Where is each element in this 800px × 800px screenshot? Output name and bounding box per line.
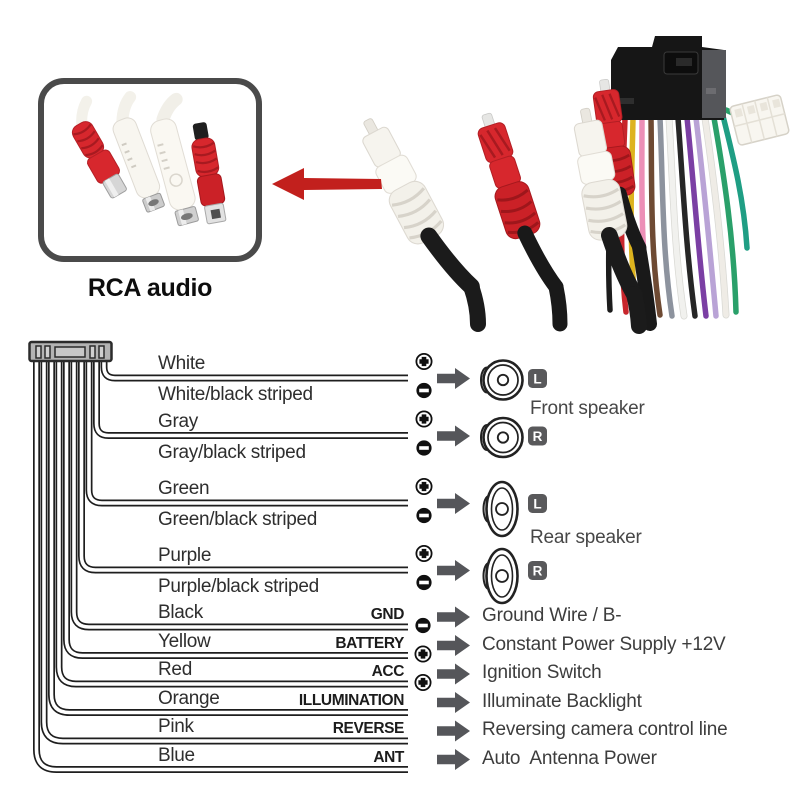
speaker-side-letter: R bbox=[533, 429, 543, 444]
speaker-side-badge bbox=[528, 369, 547, 388]
harness-wire-teal bbox=[720, 113, 750, 251]
minus-icon bbox=[416, 507, 432, 524]
wire-desc-ignition: Ignition Switch bbox=[482, 662, 602, 683]
wire-label-gray-black: Gray/black striped bbox=[158, 441, 306, 463]
wire-tag-illumination: ILLUMINATION bbox=[298, 691, 405, 709]
harness-wire-purple bbox=[684, 115, 709, 319]
rca-cable bbox=[463, 278, 486, 332]
harness-wires bbox=[605, 107, 761, 320]
rca-cable bbox=[626, 286, 647, 334]
rear-speaker-right-icon bbox=[482, 547, 519, 605]
speaker-side-badge bbox=[528, 494, 547, 513]
inset-caption: RCA audio bbox=[87, 274, 213, 302]
minus-icon bbox=[416, 574, 432, 591]
rear-speaker-left-icon bbox=[482, 480, 519, 538]
front-speaker-right-icon bbox=[480, 416, 524, 459]
plus-icon bbox=[415, 353, 433, 370]
speaker-side-letter: L bbox=[533, 372, 541, 387]
wire-tag-battery: BATTERY bbox=[335, 634, 404, 652]
rca-jack-red-2 bbox=[191, 122, 227, 225]
speaker-side-letter: R bbox=[533, 564, 543, 579]
wire-label-white-black: White/black striped bbox=[158, 384, 313, 405]
rca-jack-white-2 bbox=[150, 92, 199, 227]
rca-jack-white-1 bbox=[112, 91, 165, 213]
harness-wire-green bbox=[711, 115, 739, 315]
wire-label-orange: Orange bbox=[158, 687, 220, 709]
speaker-side-badge bbox=[528, 561, 547, 580]
rca-cable bbox=[548, 279, 568, 332]
wire-desc-battery: Constant Power Supply +12V bbox=[482, 633, 726, 655]
arrow-right-icon bbox=[437, 749, 470, 770]
harness-wire-black2 bbox=[675, 115, 698, 319]
minus-icon bbox=[416, 440, 432, 456]
arrow-right-icon bbox=[437, 720, 470, 742]
plus-icon bbox=[414, 645, 432, 663]
arrow-right-icon bbox=[437, 425, 470, 447]
wire-desc-backlight: Illuminate Backlight bbox=[482, 690, 642, 712]
wire-label-red: Red bbox=[158, 659, 192, 680]
arrow-right-icon bbox=[437, 663, 470, 685]
front-speaker-left-icon bbox=[480, 359, 524, 401]
polarity-icons bbox=[414, 353, 433, 691]
plus-icon bbox=[415, 410, 433, 428]
arrow-right-icon bbox=[437, 368, 470, 389]
wire-tag-acc: ACC bbox=[371, 663, 405, 680]
speaker-side-badge bbox=[528, 426, 547, 446]
wire-tag-gnd: GND bbox=[370, 606, 405, 623]
plus-icon bbox=[415, 545, 433, 562]
wire-label-pink: Pink bbox=[158, 716, 194, 737]
mini-white-connector bbox=[729, 94, 790, 146]
wire-tag-reverse: REVERSE bbox=[332, 720, 405, 737]
arrow-right-icon bbox=[437, 560, 470, 581]
iso-connector-block bbox=[611, 36, 726, 120]
arrow-right-icon bbox=[437, 606, 470, 628]
minus-icon bbox=[415, 617, 431, 634]
wire-tag-ant: ANT bbox=[373, 748, 404, 766]
wire-label-yellow: Yellow bbox=[158, 630, 211, 652]
diagram-wire-bundle bbox=[33, 358, 408, 773]
arrow-right-icon bbox=[437, 635, 470, 656]
wire-label-purple-black: Purple/black striped bbox=[158, 576, 319, 597]
wire-label-blue: Blue bbox=[158, 744, 195, 766]
diagram-connector bbox=[28, 340, 113, 363]
rca-inset-canvas bbox=[71, 91, 227, 227]
harness-wire-gray bbox=[657, 115, 675, 319]
speaker-side-letter: L bbox=[533, 497, 541, 512]
wire-desc-reverse-camera: Reversing camera control line bbox=[482, 719, 728, 740]
wire-label-green-black: Green/black striped bbox=[158, 509, 318, 530]
red-arrow-left-icon bbox=[272, 168, 382, 200]
rca-plug-white-1 bbox=[350, 111, 477, 303]
wire-label-green: Green bbox=[158, 478, 210, 499]
arrow-right-icon bbox=[437, 493, 470, 514]
rca-jack-red-1 bbox=[71, 95, 127, 199]
harness-wire-white2 bbox=[702, 115, 729, 318]
harness-wire-brown bbox=[648, 115, 663, 318]
plus-icon bbox=[414, 674, 432, 691]
rear-speaker-label: Rear speaker bbox=[530, 526, 642, 548]
arrow-right-icon bbox=[437, 692, 470, 713]
harness-photo bbox=[350, 36, 790, 334]
rca-plug-red-1 bbox=[470, 109, 561, 297]
speaker-icons: L R L R bbox=[480, 359, 547, 605]
harness-wire-lavender bbox=[693, 115, 719, 319]
wire-desc-ground: Ground Wire / B- bbox=[482, 605, 622, 626]
minus-icon bbox=[416, 382, 432, 399]
wire-label-black: Black bbox=[158, 602, 203, 623]
wire-label-gray: Gray bbox=[158, 410, 198, 432]
wire-desc-antenna: Auto Antenna Power bbox=[482, 747, 657, 769]
rca-inset-photo bbox=[38, 78, 262, 262]
rca-cable bbox=[632, 240, 657, 331]
harness-wire-white bbox=[666, 115, 687, 319]
wire-label-purple: Purple bbox=[158, 545, 212, 566]
plus-icon bbox=[415, 478, 433, 495]
direction-arrows bbox=[437, 368, 470, 770]
wire-label-white: White bbox=[158, 353, 206, 374]
front-speaker-label: Front speaker bbox=[530, 397, 645, 419]
